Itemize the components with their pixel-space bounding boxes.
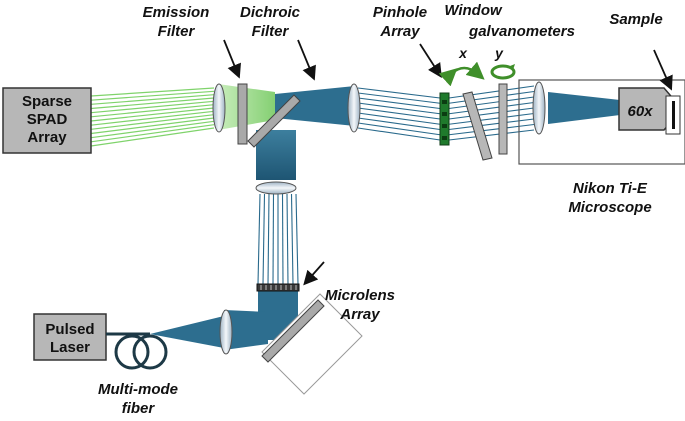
axis-y-label: y (494, 45, 504, 61)
x-rotation-arrow (438, 61, 485, 87)
ray-line (267, 193, 270, 285)
pulsed-laser-box (33, 313, 107, 361)
microscope-lens (532, 81, 546, 135)
fiber-coil (106, 332, 168, 370)
ray-line (357, 117, 441, 131)
spad-label-3: Array (27, 129, 67, 146)
ray-line (281, 193, 284, 285)
dichroic-filter-pointer (297, 39, 316, 81)
microscope-label-1: Nikon Ti-E (573, 180, 648, 197)
ray-line (357, 97, 441, 110)
emission-filter-label-2: Filter (158, 23, 196, 40)
ray-line (357, 87, 441, 99)
objective-label: 60x (627, 103, 653, 120)
ray-line (90, 114, 215, 130)
relay-lens (347, 83, 361, 133)
blue-beam-laser (150, 316, 224, 348)
sample-pointer (653, 49, 673, 91)
microlens-pointer (303, 261, 325, 286)
ray-line (90, 120, 215, 139)
ray-line (272, 193, 275, 285)
pinhole-array (439, 92, 450, 146)
dichroic-filter-label-2: Filter (252, 23, 290, 40)
lower-cube (261, 293, 363, 395)
pinhole-holes (442, 100, 447, 140)
sample-slide (672, 101, 675, 129)
microscope-label-2: Microscope (568, 199, 651, 216)
blue-beam-laser-2 (224, 310, 268, 350)
ray-line (262, 193, 266, 285)
blue-beam-vertical-lines (257, 193, 299, 285)
fiber-label-1: Multi-mode (98, 381, 178, 398)
spad-label-2: SPAD (27, 111, 68, 128)
axis-x-label: x (458, 45, 468, 61)
ray-line (90, 94, 215, 105)
ray-line (357, 112, 441, 125)
ray-line (90, 90, 215, 101)
ray-line (448, 129, 535, 141)
ray-line (448, 101, 535, 115)
ray-line (257, 193, 261, 285)
ray-line (90, 127, 215, 147)
microlens-label-2: Array (339, 306, 380, 323)
ray-line (448, 85, 535, 99)
ray-line (90, 110, 215, 126)
ray-line (448, 112, 535, 125)
laser-lens (219, 309, 233, 355)
ray-line (357, 107, 441, 120)
blue-beam-to-objective (548, 92, 620, 124)
emission-filter (237, 83, 248, 145)
emission-filter-label-1: Emission (143, 4, 210, 21)
window-label: Window (444, 2, 503, 19)
ray-line (448, 107, 535, 120)
galvanometer-y (498, 83, 508, 155)
ray-line (295, 193, 299, 285)
ray-line (286, 193, 289, 285)
spad-array-box (2, 87, 92, 154)
microscope-box (518, 79, 685, 165)
pinhole-array-label-1: Pinhole (373, 4, 427, 21)
ray-line (90, 117, 215, 135)
microlens-ridges (260, 285, 297, 290)
ray-line (90, 100, 215, 114)
ray-line (448, 96, 535, 110)
ray-line (357, 127, 441, 141)
ray-line (357, 122, 441, 136)
sample-label: Sample (609, 11, 662, 28)
ray-line (90, 87, 215, 97)
blue-beam-fan-1 (357, 87, 441, 141)
lower-dichroic (261, 299, 325, 363)
ray-line (448, 118, 535, 131)
ray-line (90, 107, 215, 122)
laser-label-2: Laser (50, 339, 90, 356)
green-beam-lines (90, 87, 215, 147)
ray-line (448, 90, 535, 104)
dichroic-filter (247, 94, 301, 148)
window-plate (462, 91, 493, 161)
ray-line (448, 123, 535, 136)
ray-line (290, 193, 294, 285)
emission-filter-pointer (223, 39, 241, 79)
blue-beam-fan-2 (448, 85, 535, 141)
blue-beam-vertical-wide (256, 130, 296, 180)
dichroic-filter-label-1: Dichroic (240, 4, 301, 21)
microlens-array (256, 283, 300, 292)
microlens-label-1: Microlens (325, 287, 395, 304)
emission-lens (212, 83, 226, 133)
ray-line (90, 104, 215, 118)
pinhole-array-pointer (419, 43, 442, 79)
fiber-label-2: fiber (122, 400, 156, 417)
vertical-lens (255, 181, 297, 195)
ray-line (90, 97, 215, 110)
laser-label-1: Pulsed (45, 321, 94, 338)
galvanometers-label: galvanometers (468, 23, 575, 40)
ray-line (357, 92, 441, 104)
ray-line (90, 124, 215, 143)
spad-label-1: Sparse (22, 93, 72, 110)
y-rotation-arrow (490, 64, 516, 80)
pinhole-array-label-2: Array (379, 23, 420, 40)
ray-line (357, 102, 441, 115)
